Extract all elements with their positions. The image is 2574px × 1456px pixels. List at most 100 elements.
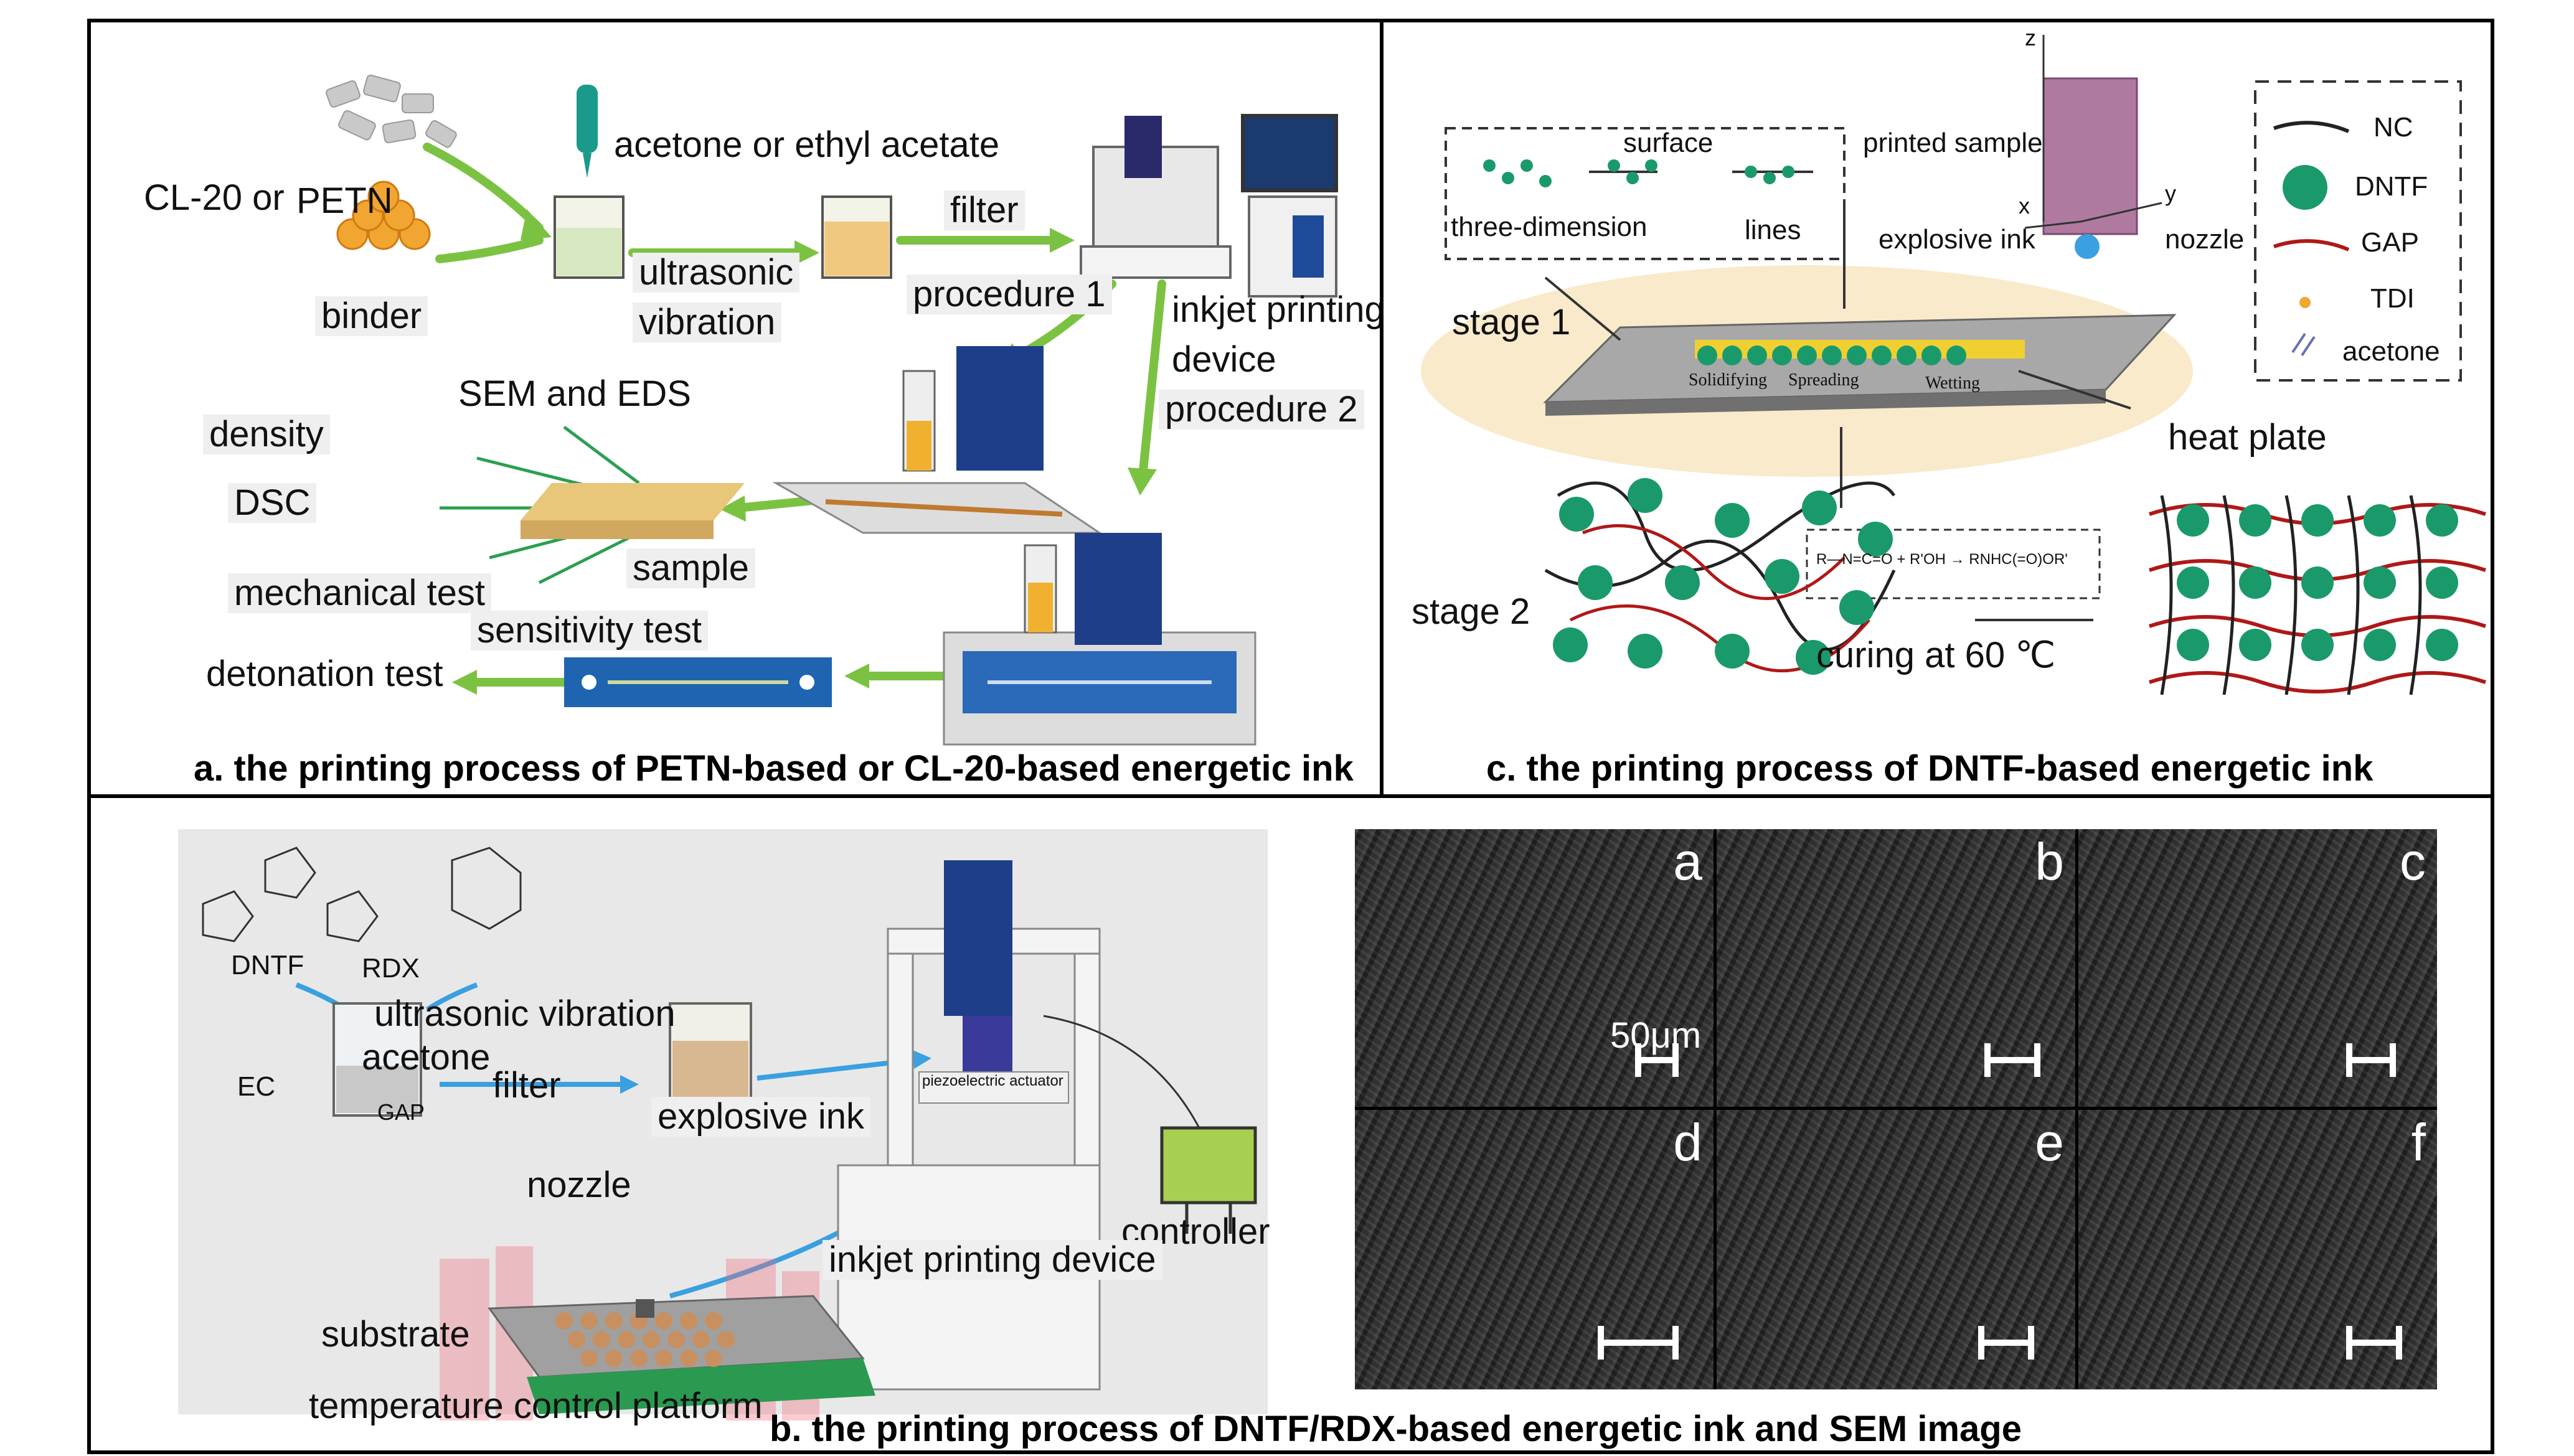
- controller-icon: [1043, 1015, 1257, 1234]
- scale-label: 50μm: [1610, 1015, 1702, 1056]
- label-nozzle: nozzle: [2165, 224, 2245, 255]
- axis-y-label: y: [2165, 181, 2176, 206]
- label-ultrasonic-vibration: ultrasonic vibration: [374, 993, 676, 1034]
- label-mechanical-test: mechanical test: [228, 573, 491, 613]
- inset-box: [1445, 127, 1846, 260]
- axis-x-label: x: [2019, 193, 2030, 218]
- label-vibration: vibration: [633, 303, 782, 342]
- label-surface: surface: [1623, 128, 1714, 158]
- label-sample: sample: [626, 548, 755, 588]
- legend-box: [2254, 80, 2462, 382]
- nozzle-block: [2024, 35, 2162, 259]
- sem-letter-a: a: [1673, 832, 1702, 891]
- label-heat-plate: heat plate: [2168, 417, 2327, 458]
- label-stage-1: stage 1: [1452, 302, 1571, 342]
- label-curing: curing at 60 ℃: [1816, 635, 2056, 675]
- network-cured: [2149, 495, 2486, 695]
- label-detonation-test: detonation test: [206, 654, 443, 694]
- scale-bar: [1598, 1326, 1679, 1360]
- label-solvent: acetone or ethyl acetate: [614, 124, 1000, 165]
- label-solidifying: Solidifying: [1689, 370, 1768, 390]
- print-stage-2: [943, 533, 1256, 746]
- label-gap-b: GAP: [377, 1099, 425, 1125]
- substrate-platform: [488, 1295, 875, 1414]
- label-binder: binder: [315, 296, 428, 336]
- sem-image-e: e: [1717, 1110, 2075, 1389]
- label-ultrasonic: ultrasonic: [633, 253, 800, 293]
- label-stage-2: stage 2: [1412, 591, 1530, 632]
- legend-nc: NC: [2374, 112, 2413, 143]
- dropper-icon: [577, 85, 598, 178]
- legend-acetone: acetone: [2342, 336, 2440, 367]
- label-sensitivity-test: sensitivity test: [471, 611, 708, 651]
- heat-plate: [1543, 314, 2177, 416]
- sem-letter-c: c: [2400, 832, 2426, 891]
- sem-letter-b: b: [2035, 832, 2064, 891]
- network-uncured: [1544, 478, 1896, 675]
- scale-bar: [1978, 1326, 2034, 1360]
- beaker-b1-icon: [332, 1002, 422, 1117]
- legend-dntf: DNTF: [2355, 171, 2428, 202]
- label-dntf-b: DNTF: [231, 950, 304, 980]
- scale-bar: [2346, 1326, 2402, 1360]
- label-inkjet-printing: inkjet printing: [1172, 289, 1384, 330]
- scale-bar: [1984, 1043, 2040, 1077]
- sample-block: [521, 483, 745, 539]
- label-piezo: piezoelectric actuator: [922, 1073, 1063, 1089]
- label-explosive-ink: explosive ink: [1879, 224, 2035, 255]
- legend-tdi: TDI: [2370, 283, 2415, 314]
- legend-symbols: [2273, 121, 2350, 357]
- label-wetting: Wetting: [1925, 373, 1980, 393]
- sem-letter-e: e: [2035, 1113, 2064, 1172]
- axis-z-label: z: [2025, 25, 2036, 50]
- label-ec: EC: [237, 1071, 276, 1102]
- beaker-b2-icon: [669, 1002, 752, 1111]
- label-filter: filter: [944, 190, 1025, 230]
- label-filter-b: filter: [493, 1065, 561, 1106]
- scale-bar: [2346, 1043, 2396, 1077]
- label-cl20: CL-20 or: [144, 177, 285, 218]
- caption-b: b. the printing process of DNTF/RDX-base…: [770, 1409, 2022, 1449]
- label-explosive-ink-b: explosive ink: [651, 1097, 871, 1137]
- panel-a: CL-20 or PETN binder acetone or ethyl ac…: [87, 19, 1384, 798]
- label-three-dimension: three-dimension: [1451, 212, 1648, 242]
- panel-b: DNTF RDX ultrasonic vibration acetone fi…: [87, 794, 2494, 1454]
- sem-image-f: f: [2078, 1110, 2437, 1389]
- legend-gap: GAP: [2361, 227, 2419, 258]
- reaction-box: [1806, 528, 2101, 599]
- panel-a-graphics: [326, 74, 1338, 746]
- sem-image-a: a 50μm: [1355, 829, 1714, 1107]
- label-nozzle-b: nozzle: [527, 1165, 631, 1205]
- label-reaction: R—N=C=O + R'OH → RNHC(=O)OR': [1816, 551, 2068, 568]
- binder-spheres-icon: [336, 181, 431, 250]
- cl20-crystals-icon: [326, 74, 457, 148]
- label-dsc: DSC: [228, 483, 317, 523]
- label-procedure-2: procedure 2: [1159, 390, 1364, 430]
- label-density: density: [203, 415, 330, 454]
- label-printed-sample: printed sample: [1863, 128, 2043, 158]
- inkjet-printer-icon: [1080, 114, 1338, 298]
- printer-gantry: [837, 860, 1101, 1391]
- sem-letter-d: d: [1673, 1113, 1702, 1172]
- label-acetone-b: acetone: [362, 1037, 491, 1078]
- inset-sketch-3d: [1483, 159, 1794, 187]
- label-rdx: RDX: [362, 953, 420, 984]
- label-procedure-1: procedure 1: [907, 275, 1112, 314]
- label-platform: temperature control platform: [309, 1386, 763, 1426]
- label-substrate: substrate: [321, 1314, 470, 1355]
- label-inkjet-device: inkjet printing device: [823, 1240, 1162, 1280]
- detonation-strip: [564, 657, 832, 707]
- molecule-structures: [202, 847, 522, 942]
- label-lines: lines: [1745, 215, 1801, 245]
- caption-a: a. the printing process of PETN-based or…: [194, 748, 1354, 789]
- sem-image-b: b: [1717, 829, 2075, 1107]
- panel-c: surface three-dimension lines printed sa…: [1380, 19, 2494, 798]
- panel-c-graphics: [1421, 35, 2486, 695]
- print-stage-1: [772, 346, 1103, 534]
- scale-bar: [1635, 1043, 1679, 1077]
- caption-c: c. the printing process of DNTF-based en…: [1486, 748, 2374, 789]
- beaker-1-icon: [554, 195, 625, 279]
- sem-image-d: d: [1355, 1110, 1714, 1389]
- sem-image-c: c: [2078, 829, 2437, 1107]
- beaker-2-icon: [821, 195, 892, 279]
